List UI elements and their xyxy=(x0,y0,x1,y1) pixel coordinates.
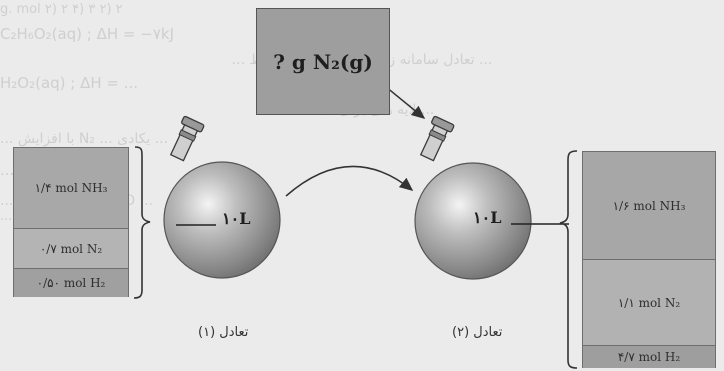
flask-2-n2: ۱/۱ mol N₂ xyxy=(583,259,715,346)
background-line: H₂O₂(aq) ; ΔH = ... xyxy=(0,74,139,92)
flask-1 xyxy=(163,115,281,279)
background-line: C₂H₆O₂(aq) ; ΔH = −۷kJ xyxy=(0,25,174,43)
flask-2-neck xyxy=(419,115,455,162)
flask-2-h2: ۴/۷ mol H₂ xyxy=(583,345,715,368)
flask-2-nh3: ۱/۶ mol NH₃ xyxy=(583,152,715,259)
flask-2-contents: ۱/۶ mol NH₃ ۱/۱ mol N₂ ۴/۷ mol H₂ xyxy=(582,151,716,368)
reagent-label: ? g N₂(g) xyxy=(273,49,373,74)
flask-1-contents: ۱/۴ mol NH₃ ۰/۷ mol N₂ ۰/۵۰ mol H₂ xyxy=(13,147,129,297)
flask-1-n2: ۰/۷ mol N₂ xyxy=(14,228,128,269)
added-reagent-box: ? g N₂(g) xyxy=(256,8,390,115)
brace-right xyxy=(559,150,578,369)
transition-arrow xyxy=(285,165,414,197)
background-line: ... با افزایش N₂ ... یکادی ... xyxy=(0,131,169,147)
flask-2-sphere xyxy=(414,162,532,280)
flask-2-volume: ۱۰L xyxy=(473,208,502,227)
flask-2-caption: تعادل (۲) xyxy=(452,325,503,340)
flask-1-h2: ۰/۵۰ mol H₂ xyxy=(14,268,128,297)
flask-1-sphere xyxy=(163,161,281,279)
background-line: g. mol ۲) ۲ ۴) ۳ ۲) ۲ xyxy=(0,2,123,17)
flask-1-neck xyxy=(169,115,205,162)
background-line: ... xyxy=(0,209,13,224)
flask-2 xyxy=(414,115,569,280)
flask-1-nh3: ۱/۴ mol NH₃ xyxy=(14,148,128,228)
flask-1-volume: ۱۰L xyxy=(222,209,251,228)
brace-left xyxy=(133,146,151,299)
flask-1-caption: تعادل (۱) xyxy=(198,325,249,340)
